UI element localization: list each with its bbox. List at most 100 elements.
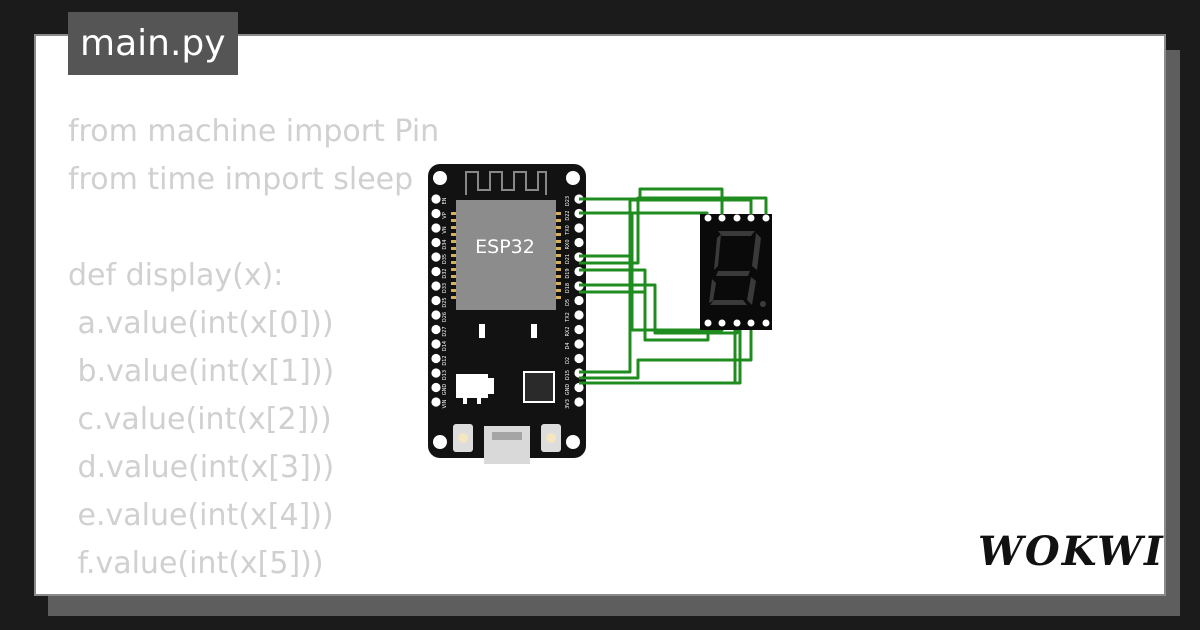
wokwi-logo: WOKWI bbox=[978, 528, 1165, 575]
wire bbox=[579, 254, 634, 262]
pin-d27[interactable] bbox=[431, 324, 441, 335]
pin-en[interactable] bbox=[431, 194, 441, 204]
chip-label: ESP32 bbox=[475, 236, 535, 258]
pin-label: RX0 bbox=[565, 239, 571, 249]
segments bbox=[709, 231, 766, 307]
pin-gnd[interactable] bbox=[431, 382, 441, 393]
pin-label: VN bbox=[442, 226, 448, 233]
pin-d25[interactable] bbox=[431, 295, 441, 306]
pin-tx2[interactable] bbox=[574, 310, 584, 320]
pin-d5[interactable] bbox=[574, 295, 584, 306]
pin-tx0[interactable] bbox=[574, 223, 584, 233]
pin-d35[interactable] bbox=[431, 252, 441, 262]
wire bbox=[579, 282, 647, 294]
mount-hole bbox=[433, 435, 447, 449]
pin-label: D14 bbox=[442, 341, 448, 351]
display-pin-top[interactable] bbox=[747, 214, 755, 222]
voltage-regulator bbox=[456, 374, 494, 404]
wire bbox=[579, 198, 753, 374]
wire bbox=[579, 323, 753, 385]
display-pin-bottom[interactable] bbox=[733, 319, 741, 327]
segment-dp bbox=[760, 301, 766, 307]
pin-label: D13 bbox=[442, 370, 448, 380]
pin-label: TX0 bbox=[565, 225, 571, 236]
pin-label: VP bbox=[442, 212, 448, 218]
display-pin-bottom[interactable] bbox=[718, 319, 726, 327]
pin-label: D19 bbox=[565, 268, 571, 278]
usb-port-icon bbox=[484, 426, 530, 464]
pin-d26[interactable] bbox=[431, 310, 441, 320]
segment-d bbox=[710, 300, 747, 305]
pin-d4[interactable] bbox=[574, 339, 584, 349]
pin-label: EN bbox=[442, 197, 448, 204]
pin-rx0[interactable] bbox=[574, 237, 584, 248]
code-line: from machine import Pin bbox=[68, 114, 440, 149]
segment-c bbox=[747, 277, 756, 305]
pin-d12[interactable] bbox=[431, 353, 441, 364]
pin-vn[interactable] bbox=[431, 223, 441, 233]
pin-d13[interactable] bbox=[431, 368, 441, 378]
seven-segment-display[interactable] bbox=[700, 214, 772, 330]
pin-label: D35 bbox=[442, 254, 448, 264]
display-pin-top[interactable] bbox=[718, 214, 726, 222]
segment-a bbox=[718, 231, 755, 236]
display-pin-top[interactable] bbox=[704, 214, 712, 222]
pin-d14[interactable] bbox=[431, 339, 441, 349]
pin-label: TX2 bbox=[565, 312, 571, 323]
pin-gnd[interactable] bbox=[574, 382, 584, 393]
code-line: from time import sleep bbox=[68, 162, 414, 197]
code-line: def display(x): bbox=[68, 258, 284, 293]
pin-rx2[interactable] bbox=[574, 324, 584, 335]
pin-label: 3V3 bbox=[565, 399, 571, 409]
display-pin-top[interactable] bbox=[733, 214, 741, 222]
pin-d2[interactable] bbox=[574, 353, 584, 364]
code-line: a.value(int(x[0])) bbox=[68, 306, 334, 341]
pin-label: D23 bbox=[565, 196, 571, 206]
left-pin-header: ENVPVND34D35D32D33D25D26D27D14D12D13GNDV… bbox=[431, 194, 448, 408]
code-line: f.value(int(x[5])) bbox=[68, 546, 324, 581]
pin-label: D22 bbox=[565, 210, 571, 220]
pin-label: D4 bbox=[565, 342, 571, 349]
pin-3v3[interactable] bbox=[574, 397, 584, 407]
pin-d33[interactable] bbox=[431, 281, 441, 291]
code-line: e.value(int(x[4])) bbox=[68, 498, 334, 533]
pin-label: RX2 bbox=[565, 326, 571, 336]
display-pin-bottom[interactable] bbox=[704, 319, 712, 327]
pin-d32[interactable] bbox=[431, 266, 441, 277]
display-pins bbox=[704, 214, 770, 327]
code-line: b.value(int(x[1])) bbox=[68, 354, 335, 389]
pin-label: D5 bbox=[565, 299, 571, 306]
pin-d34[interactable] bbox=[431, 237, 441, 248]
wires bbox=[579, 187, 768, 385]
usb-chip bbox=[523, 371, 555, 403]
display-pin-top[interactable] bbox=[762, 214, 770, 222]
preview-card: from machine import Pin from time import … bbox=[34, 34, 1166, 596]
boot-button[interactable] bbox=[541, 424, 561, 452]
code-editor[interactable]: from machine import Pin from time import … bbox=[68, 108, 440, 594]
chip-pads bbox=[451, 212, 561, 299]
mount-hole bbox=[566, 435, 580, 449]
pin-vin[interactable] bbox=[431, 397, 441, 407]
segment-f bbox=[714, 234, 721, 270]
pin-label: D15 bbox=[565, 370, 571, 380]
pin-label: GND bbox=[442, 384, 448, 396]
mount-hole bbox=[566, 171, 580, 185]
file-tab[interactable]: main.py bbox=[68, 12, 238, 75]
segment-g bbox=[716, 271, 750, 276]
display-pin-bottom[interactable] bbox=[762, 319, 770, 327]
en-button[interactable] bbox=[453, 424, 473, 452]
pin-label: D18 bbox=[565, 283, 571, 293]
esp32-module bbox=[456, 200, 556, 310]
esp32-board[interactable]: ESP32 ENVPVND34D35D32D33D25D26D27D14D12D… bbox=[428, 164, 586, 464]
pin-label: VIN bbox=[442, 399, 448, 408]
display-pin-bottom[interactable] bbox=[747, 319, 755, 327]
pin-label: D12 bbox=[442, 355, 448, 365]
pin-label: D25 bbox=[442, 297, 448, 307]
pin-label: D21 bbox=[565, 254, 571, 264]
pin-vp[interactable] bbox=[431, 208, 441, 219]
antenna-icon bbox=[465, 171, 547, 195]
pin-label: GND bbox=[565, 384, 571, 396]
pin-label: D32 bbox=[442, 268, 448, 278]
code-line: c.value(int(x[2])) bbox=[68, 402, 332, 437]
